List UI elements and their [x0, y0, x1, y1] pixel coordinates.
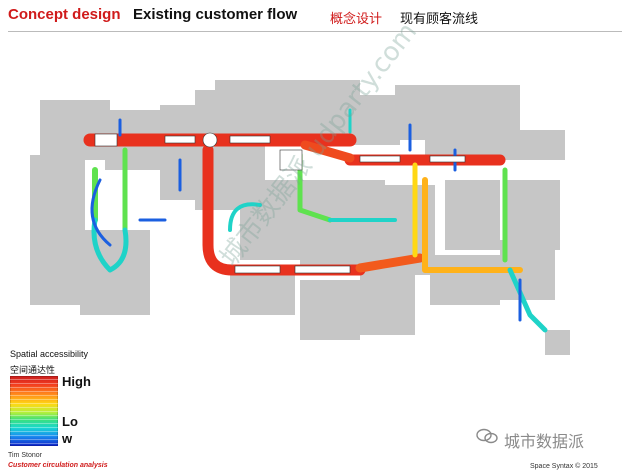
legend-title: Spatial accessibility [10, 349, 89, 359]
copyright-credit: Space Syntax © 2015 [530, 463, 598, 470]
atrium-void [202, 132, 218, 148]
building-block [505, 180, 560, 250]
atrium-void [294, 265, 351, 274]
path-mid-inner-curve [228, 202, 262, 232]
building-block [80, 230, 150, 315]
atrium-void [164, 135, 196, 144]
legend-high-label: High [62, 374, 91, 389]
wechat-icon [476, 428, 498, 444]
building-block [360, 270, 415, 335]
building-block [40, 100, 110, 160]
path-high-link [300, 140, 355, 163]
atrium-voids [94, 132, 466, 274]
legend-title-cn: 空间通达性 [10, 366, 56, 376]
building-block [30, 155, 85, 305]
building-block [430, 255, 500, 305]
floor-plan-map [30, 80, 570, 355]
path-mid-inner [297, 152, 333, 223]
watermark-brand: 城市数据派 [504, 432, 585, 451]
building-block [300, 280, 360, 340]
title-existing-flow: Existing customer flow [132, 6, 298, 23]
path-mid-east-loop [422, 177, 523, 273]
atrium-void [279, 149, 303, 171]
title-concept-design-cn: 概念设计 [330, 12, 383, 27]
building-block [545, 330, 570, 355]
header-divider [8, 31, 622, 32]
path-high-south [355, 253, 425, 273]
building-block [230, 270, 295, 315]
legend-low-label-cont: w [62, 431, 73, 446]
path-low-west-outer [90, 178, 112, 247]
author-name: Tim Stonor [8, 452, 42, 459]
atrium-void [94, 133, 118, 147]
footer-subtitle: Customer circulation analysis [8, 462, 108, 469]
page-title: Concept design Existing customer flow [8, 6, 297, 24]
building-blocks [30, 80, 570, 355]
legend-color-scale [10, 376, 58, 446]
legend-stripes [10, 376, 58, 446]
title-existing-flow-cn: 现有顾客流线 [400, 12, 479, 27]
building-block [265, 95, 340, 140]
legend-low-label: Lo [62, 414, 78, 429]
building-block [445, 180, 500, 250]
atrium-void [229, 135, 271, 144]
atrium-void [359, 155, 401, 163]
atrium-void [234, 265, 281, 274]
title-concept-design: Concept design [8, 6, 121, 23]
path-low-west-curve [91, 217, 129, 273]
building-block [300, 180, 385, 275]
atrium-void [429, 155, 466, 163]
path-high-west-curve [202, 144, 366, 276]
path-low-s1 [507, 267, 548, 333]
